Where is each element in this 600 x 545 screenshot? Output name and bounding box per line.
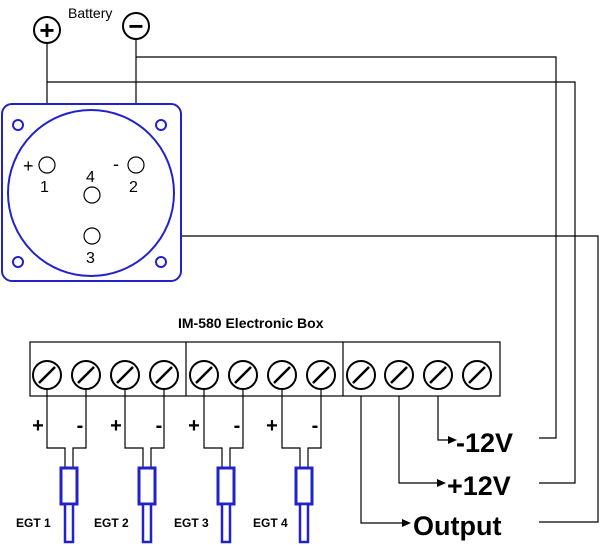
terminal-strip-body: [29, 341, 501, 397]
terminal-screw-12: [462, 360, 492, 390]
wire-output: [101, 235, 599, 523]
channel-2-minus: -: [156, 415, 163, 437]
terminal-strip: [29, 341, 501, 397]
output-label: Output: [413, 511, 501, 541]
mount-hole-top-right: [155, 119, 167, 131]
battery-label: Battery: [68, 5, 112, 21]
egt-4-label: EGT 4: [253, 516, 288, 530]
terminal-screw-6: [228, 360, 258, 390]
pin-2: [127, 156, 145, 174]
egt-probe-4: [281, 389, 322, 544]
egt-probes: [46, 389, 322, 544]
egt-2-label: EGT 2: [94, 516, 129, 530]
channel-3-plus: +: [188, 415, 200, 437]
channel-4-plus: +: [266, 415, 278, 437]
egt-1-label: EGT 1: [16, 516, 51, 530]
mount-hole-top-left: [12, 119, 24, 131]
sensor-connector: + 1 - 2 4 3: [1, 103, 182, 282]
egt-probe-3: [203, 389, 244, 544]
battery-negative-terminal: −: [122, 11, 150, 41]
channel-1-plus: +: [32, 415, 44, 437]
pin-3-number: 3: [86, 250, 95, 267]
pin-1-number: 1: [40, 179, 49, 196]
pin-3: [83, 227, 101, 245]
channel-2-plus: +: [110, 415, 122, 437]
terminal-screw-11: [423, 360, 453, 390]
channel-1-minus: -: [77, 415, 84, 437]
battery-plus-symbol: +: [39, 15, 54, 45]
battery-minus-symbol: −: [128, 11, 143, 41]
mount-hole-bottom-right: [155, 256, 167, 268]
egt-probe-1: [46, 389, 87, 544]
channel-3-minus: -: [234, 415, 241, 437]
terminal-screw-10: [384, 360, 414, 390]
pin-1: [38, 156, 56, 174]
wire-plus-12v: [47, 81, 576, 484]
pin-2-sign: -: [113, 154, 119, 174]
mount-hole-bottom-left: [12, 256, 24, 268]
minus-12v-label: -12V: [456, 428, 513, 458]
terminal-screw-5: [189, 360, 219, 390]
pin-4-number: 4: [86, 169, 95, 186]
wire-minus-12v: [136, 56, 557, 439]
arrowheads: [402, 436, 457, 527]
terminal-screw-1: [32, 360, 62, 390]
box-title: IM-580 Electronic Box: [178, 315, 324, 331]
arrow-plus-12v: [437, 479, 446, 487]
egt-3-label: EGT 3: [174, 516, 209, 530]
terminal-screw-3: [110, 360, 140, 390]
terminal-screw-2: [71, 360, 101, 390]
plus-12v-label: +12V: [447, 471, 511, 501]
battery-positive-terminal: +: [33, 15, 61, 45]
wiring: [46, 39, 599, 524]
terminal-screw-7: [267, 360, 297, 390]
terminal-screw-4: [149, 360, 179, 390]
wire-terminal-to-output: [360, 376, 402, 524]
egt-probe-2: [124, 389, 165, 544]
channel-4-minus: -: [312, 415, 319, 437]
pin-2-number: 2: [129, 179, 138, 196]
terminal-screw-9: [346, 360, 376, 390]
wire-terminal-to-minus12v: [437, 376, 448, 441]
pin-1-sign: +: [23, 156, 34, 176]
arrow-output: [402, 519, 411, 527]
terminal-screw-8: [306, 360, 336, 390]
wire-terminal-to-plus12v: [398, 376, 437, 484]
arrow-minus-12v: [448, 436, 457, 444]
pin-4: [83, 186, 101, 204]
channel-signs: + - + - + - + -: [32, 415, 318, 437]
